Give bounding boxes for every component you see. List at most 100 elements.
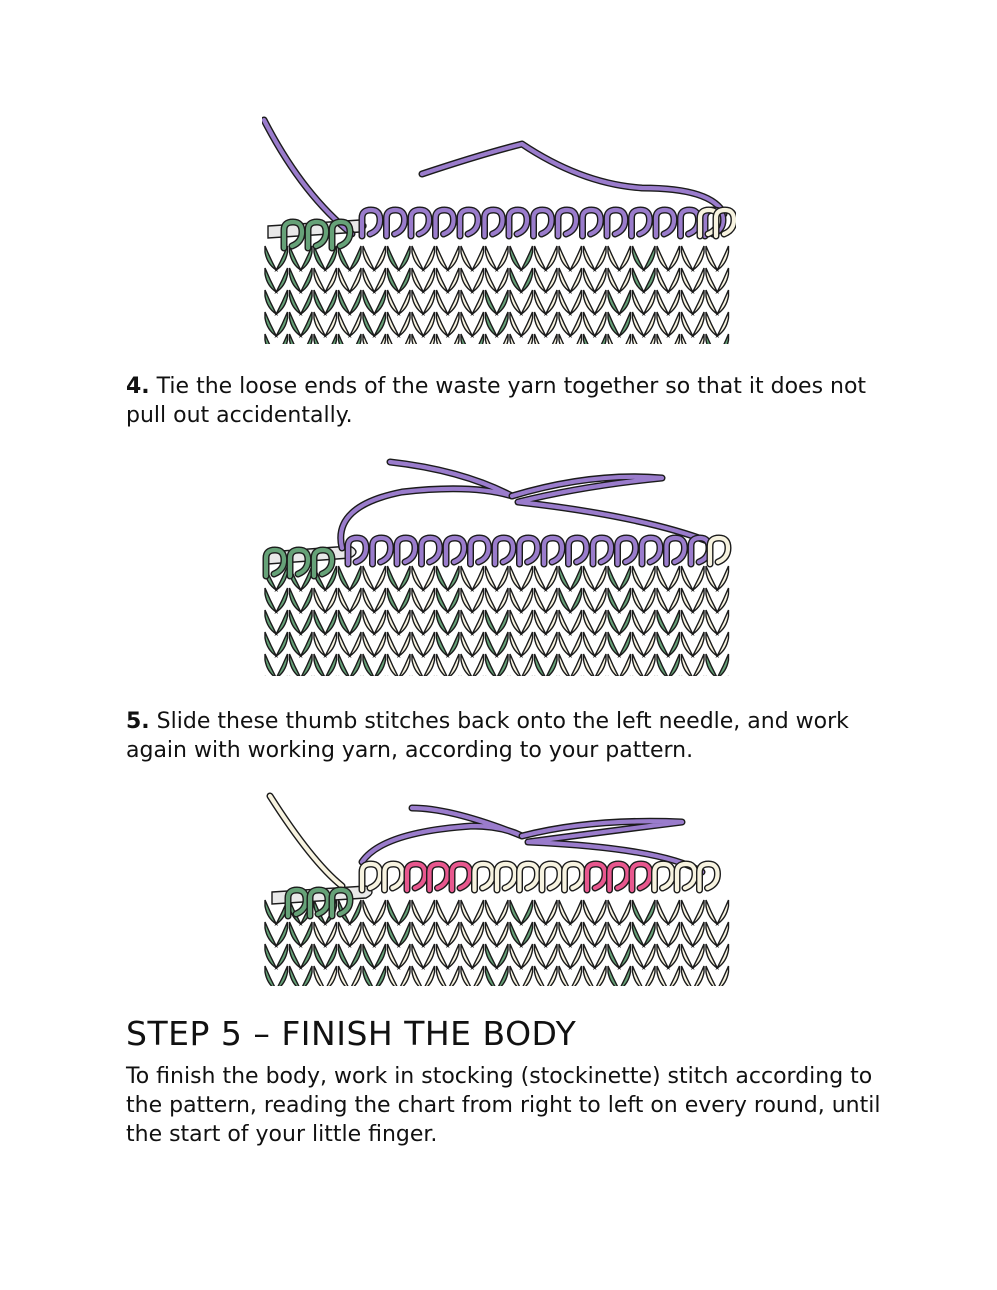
stitch: [411, 565, 436, 593]
stitch: [484, 899, 509, 927]
loop: [419, 535, 442, 567]
stitch: [337, 565, 362, 593]
stitch: [509, 311, 534, 339]
stitch: [288, 609, 313, 637]
loop: [384, 207, 407, 239]
loop: [604, 207, 628, 239]
stitch: [680, 245, 705, 273]
stitch: [362, 267, 387, 295]
stitch: [386, 267, 411, 295]
stitch: [558, 267, 583, 295]
stitch: [264, 587, 289, 615]
stitch: [705, 289, 730, 317]
stitch: [631, 921, 656, 949]
stitch: [484, 653, 509, 681]
stitch: [435, 289, 460, 317]
stitch: [680, 587, 705, 615]
loop: [427, 861, 450, 893]
stitch: [705, 245, 730, 273]
stitch: [484, 609, 509, 637]
loop: [468, 535, 491, 567]
stitch: [533, 653, 558, 681]
stitch: [362, 631, 387, 659]
stitch: [362, 289, 387, 317]
stitch: [362, 921, 387, 949]
stitch: [411, 609, 436, 637]
stitch: [264, 245, 289, 273]
stitch: [533, 587, 558, 615]
step-text: Slide these thumb stitches back onto the…: [126, 709, 849, 763]
yarn-outline: [418, 140, 728, 218]
stitch: [337, 653, 362, 681]
stitch: [288, 311, 313, 339]
stitch: [411, 289, 436, 317]
stitch: [386, 245, 411, 273]
stitch: [558, 587, 583, 615]
stitch: [656, 245, 681, 273]
loop: [652, 861, 675, 893]
stitch: [558, 289, 583, 317]
stitch: [435, 653, 460, 681]
loop: [562, 861, 585, 893]
stitch: [337, 289, 362, 317]
stitch: [656, 311, 681, 339]
stitch: [607, 609, 632, 637]
stitch: [288, 943, 313, 971]
loop: [408, 207, 432, 239]
loop: [457, 207, 481, 239]
loop: [492, 535, 516, 567]
stitch: [533, 565, 558, 593]
loop: [555, 207, 579, 239]
loop: [382, 861, 405, 893]
stitch: [264, 943, 289, 971]
stitch: [386, 631, 411, 659]
stitch: [313, 921, 338, 949]
stitch: [533, 311, 558, 339]
stitch: [313, 943, 338, 971]
loop: [443, 535, 467, 567]
stitch: [362, 311, 387, 339]
stitch: [484, 245, 509, 273]
stitch: [558, 311, 583, 339]
stitch: [656, 631, 681, 659]
yarn: [509, 474, 713, 545]
stitch: [631, 565, 656, 593]
stitch: [313, 245, 338, 273]
stitch: [264, 609, 289, 637]
figure-stitches-on-left-needle: [262, 792, 736, 990]
loop: [674, 861, 698, 893]
stitch: [631, 943, 656, 971]
stitch: [631, 267, 656, 295]
stitch: [386, 289, 411, 317]
yarn-outline: [358, 804, 526, 866]
stitch: [582, 609, 607, 637]
loop: [307, 887, 331, 919]
loop: [697, 861, 720, 893]
stitch: [288, 587, 313, 615]
stitch: [607, 311, 632, 339]
stitch: [631, 245, 656, 273]
stitch: [386, 311, 411, 339]
stitch: [607, 267, 632, 295]
stitch: [386, 587, 411, 615]
stitch: [484, 943, 509, 971]
stitch: [705, 943, 730, 971]
loop: [305, 219, 329, 251]
loop: [394, 535, 418, 567]
stitch: [460, 653, 485, 681]
yarn: [519, 819, 705, 875]
stitch: [288, 267, 313, 295]
stitch: [386, 921, 411, 949]
stitch: [460, 943, 485, 971]
stitch: [435, 609, 460, 637]
stitch: [509, 245, 534, 273]
stitch: [656, 899, 681, 927]
stitch: [705, 267, 730, 295]
stitch: [435, 245, 460, 273]
stitch: [411, 943, 436, 971]
stitch: [435, 943, 460, 971]
stitch: [533, 609, 558, 637]
stitch: [582, 587, 607, 615]
stitch: [411, 245, 436, 273]
loop: [629, 861, 653, 893]
